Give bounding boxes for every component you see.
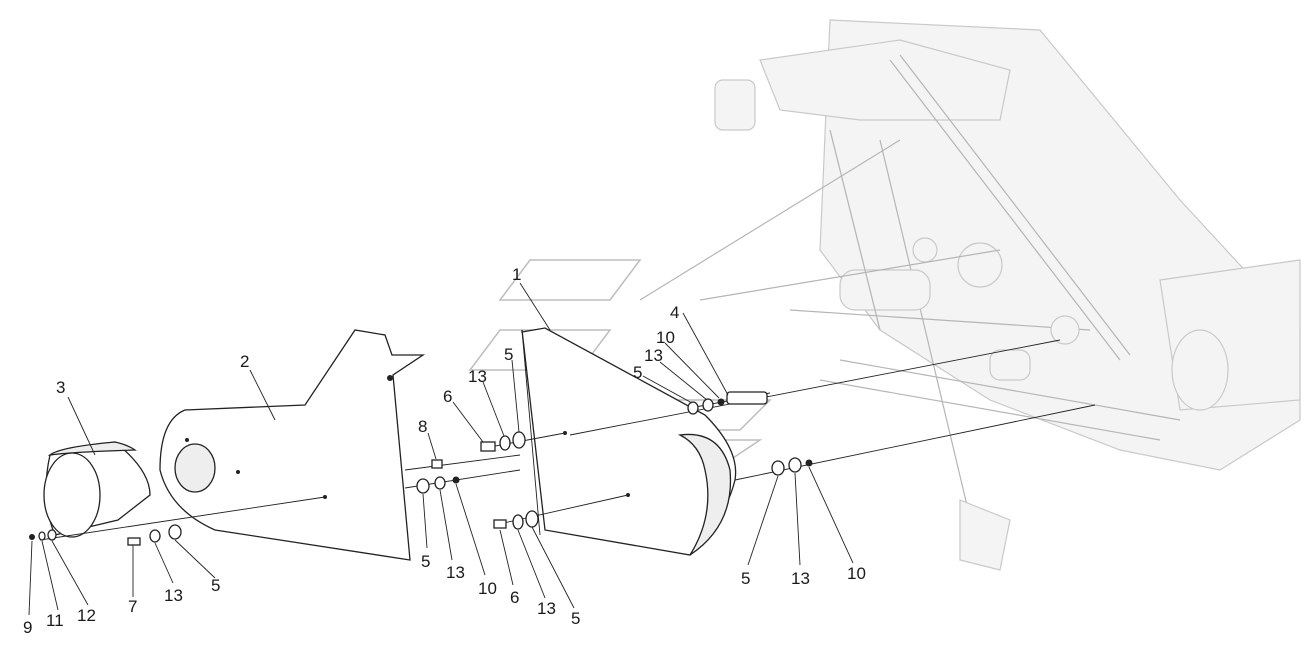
callout-11: 11	[46, 611, 64, 630]
callout-13-a: 13	[468, 367, 487, 386]
callout-5-a: 5	[504, 345, 513, 364]
callout-6-b: 6	[510, 588, 519, 607]
callout-10-a: 10	[656, 328, 675, 347]
washer-5f	[771, 460, 785, 476]
machine-frame	[639, 19, 1301, 571]
washer-11	[38, 531, 46, 541]
part-3-drum	[43, 441, 151, 538]
callout-1: 1	[512, 265, 521, 284]
washer-5	[168, 524, 182, 540]
nut-10b	[452, 476, 460, 484]
callout-5-f: 5	[741, 569, 750, 588]
callout-4: 4	[670, 303, 679, 322]
callout-9: 9	[23, 618, 32, 637]
washer-13	[149, 529, 161, 543]
bolt-7	[127, 537, 141, 546]
washer-13c	[499, 435, 511, 451]
part-2-guard-plate	[159, 329, 426, 561]
callout-5-d: 5	[211, 576, 220, 595]
washer-13f	[788, 457, 802, 473]
callout-10-c: 10	[847, 564, 866, 583]
washer-5e	[687, 401, 699, 415]
callouts: 1 2 3 4 5 5 5 5 5 5 6 6 7 8 9 10 10 10 1…	[23, 265, 866, 637]
callout-10-b: 10	[478, 579, 497, 598]
callout-5-b: 5	[633, 363, 642, 382]
callout-3: 3	[56, 378, 65, 397]
bolt-6b	[493, 519, 507, 529]
washer-13e	[702, 398, 714, 412]
callout-5-c: 5	[421, 552, 430, 571]
callout-5-e: 5	[571, 609, 580, 628]
callout-13-c: 13	[446, 563, 465, 582]
nut-10a	[717, 398, 725, 406]
part-1-rear-guard	[521, 327, 737, 556]
leader-lines	[28, 282, 854, 616]
callout-13-d: 13	[164, 586, 183, 605]
bolt-8	[431, 459, 443, 469]
washer-5c	[512, 431, 526, 449]
washer-5b	[416, 478, 430, 494]
shaft-4	[726, 391, 768, 405]
callout-12: 12	[77, 606, 96, 625]
washer-13d	[512, 514, 524, 530]
callout-13-b: 13	[644, 346, 663, 365]
washer-13b	[434, 476, 446, 490]
callout-8: 8	[418, 417, 427, 436]
washer-12	[47, 529, 57, 541]
callout-7: 7	[128, 597, 137, 616]
callout-13-e: 13	[537, 599, 556, 618]
washer-5d	[525, 510, 539, 528]
nut-10c	[805, 459, 813, 467]
callout-6-a: 6	[443, 387, 452, 406]
nut-9	[29, 534, 35, 540]
callout-13-f: 13	[791, 569, 810, 588]
bolt-6a	[480, 441, 496, 452]
callout-2: 2	[240, 352, 249, 371]
